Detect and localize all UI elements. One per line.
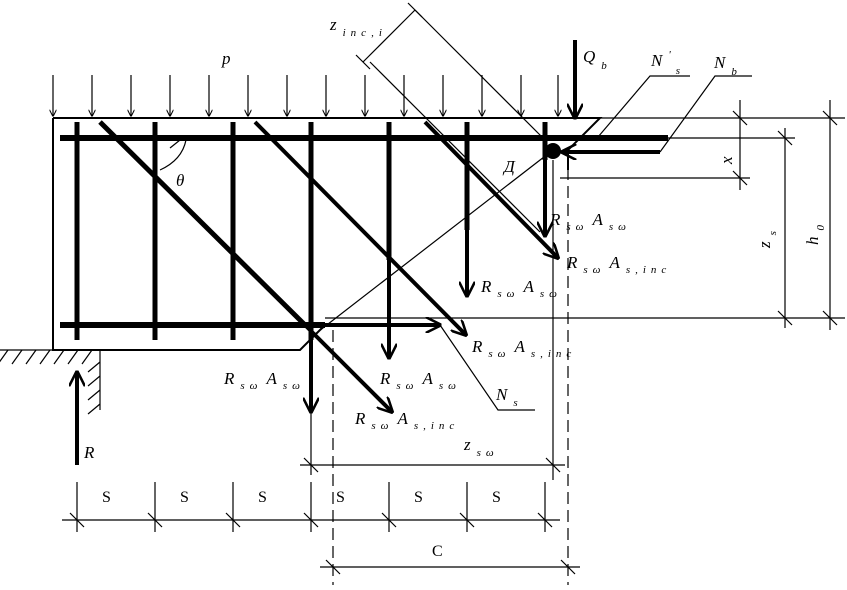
zinc-label: zinc,i [329,15,387,39]
support-reaction-label: R [83,443,100,462]
theta-label: θ [176,171,190,190]
spacing-tick [303,512,319,528]
spacing-label: S [336,489,345,506]
spacing-tick [381,512,397,528]
zs-label: zs [755,226,779,249]
zinc-dimension [362,9,416,63]
ns-prime-label: N's [650,49,685,77]
h0-label: h0 [803,220,827,245]
hatch-line [0,349,9,363]
hatch-line [67,349,79,365]
beam-outline [52,117,603,351]
point-d-label: Д [502,157,521,176]
hatch-line [87,403,101,415]
load-label: p [221,49,237,68]
ns-prime-leader [597,75,690,138]
spacing-label: S [492,489,501,506]
nb-label: Nb [713,53,742,78]
hatch-line [25,349,37,365]
spacing-tick [459,512,475,528]
spacing-tick [147,512,163,528]
stirrup-force-arrows [311,150,545,412]
inclined-crack-line [309,149,554,339]
height-dimensions [325,100,845,330]
c-label: C [432,543,443,560]
hatch-line [87,375,101,387]
spacing-tick [537,512,553,528]
hatch-line [11,349,23,365]
spacing-label: S [414,489,423,506]
hatch-line [87,389,101,401]
spacing-label: S [180,489,189,506]
spacing-tick [225,512,241,528]
distributed-load-arrows [53,75,558,116]
ns-label: Ns [495,385,523,409]
hatch-line [53,349,65,365]
hatch-line [81,349,93,365]
spacing-label: S [102,489,111,506]
nb-leader [659,75,752,153]
qb-label: Qb [583,47,612,72]
support-hatching [0,349,101,415]
zsw-label: zsω [463,435,499,459]
inclined-bars [98,120,558,412]
stirrups [74,122,548,340]
x-label: x [717,150,736,165]
support [0,349,101,415]
hatch-line [87,361,101,373]
hatch-line [39,349,51,365]
spacing-tick [69,512,85,528]
spacing-label: S [258,489,267,506]
ns-leader [439,324,535,411]
point-d-node [545,143,561,159]
angle-arc [159,139,187,171]
